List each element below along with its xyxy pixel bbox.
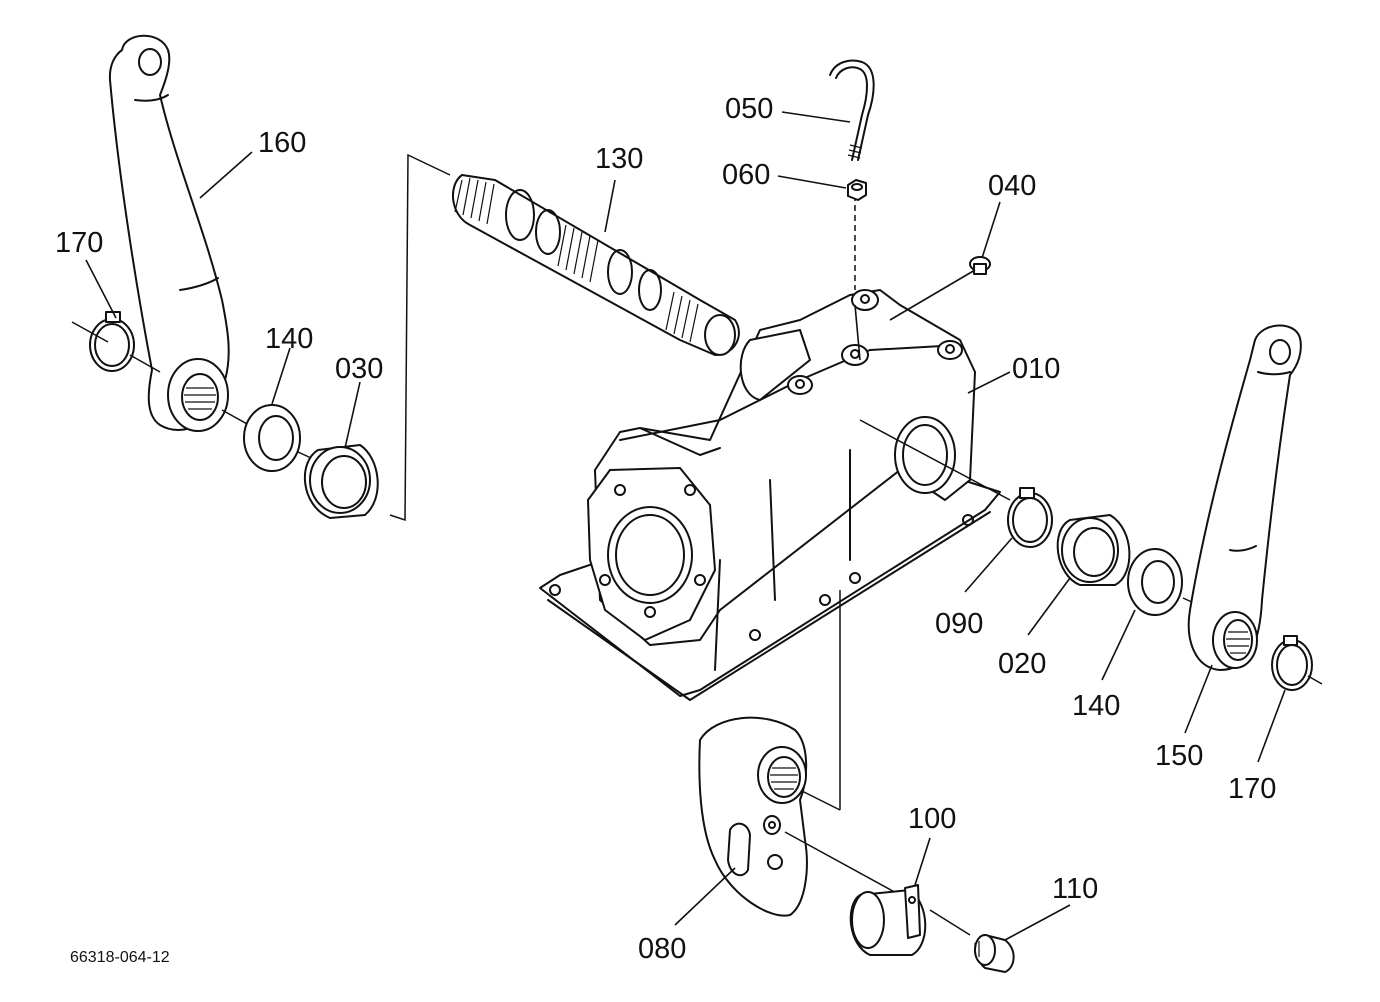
callout-170-left: 170: [55, 227, 103, 259]
callout-060: 060: [722, 159, 770, 191]
circlip-right-090: [1007, 487, 1053, 548]
lift-housing-010: [539, 289, 1001, 701]
bolt-110: [974, 934, 1015, 973]
callout-170-right: 170: [1228, 773, 1276, 805]
nut-060: [847, 179, 867, 201]
plug-040: [969, 256, 991, 275]
callout-080: 080: [638, 933, 686, 965]
circlip-left-170: [89, 311, 135, 372]
callout-010: 010: [1012, 353, 1060, 385]
callout-150: 150: [1155, 740, 1203, 772]
washer-left-140: [243, 404, 301, 472]
lift-arm-lower-080: [698, 716, 808, 917]
callout-090: 090: [935, 608, 983, 640]
bushing-right-020: [1056, 514, 1131, 586]
callout-130: 130: [595, 143, 643, 175]
bushing-left-030: [303, 444, 379, 519]
pin-100: [849, 884, 927, 956]
callout-140-left: 140: [265, 323, 313, 355]
callout-110: 110: [1052, 873, 1098, 905]
circlip-right-170: [1271, 635, 1313, 691]
callout-020: 020: [998, 648, 1046, 680]
callout-040: 040: [988, 170, 1036, 202]
lift-shaft-130: [451, 174, 740, 356]
callout-labels: 160 170 140 030 130 050 060 040 010 090 …: [55, 93, 1276, 965]
callout-100: 100: [908, 803, 956, 835]
hook-bolt-050: [829, 59, 875, 161]
drawing-code: 66318-064-12: [70, 949, 170, 966]
lift-arm-right-150: [1187, 324, 1302, 671]
callout-030: 030: [335, 353, 383, 385]
callout-160: 160: [258, 127, 306, 159]
callout-140-right: 140: [1072, 690, 1120, 722]
leader-lines: [85, 111, 1286, 941]
washer-right-140: [1127, 548, 1183, 616]
lift-arm-left-160: [108, 34, 230, 432]
callout-050: 050: [725, 93, 773, 125]
